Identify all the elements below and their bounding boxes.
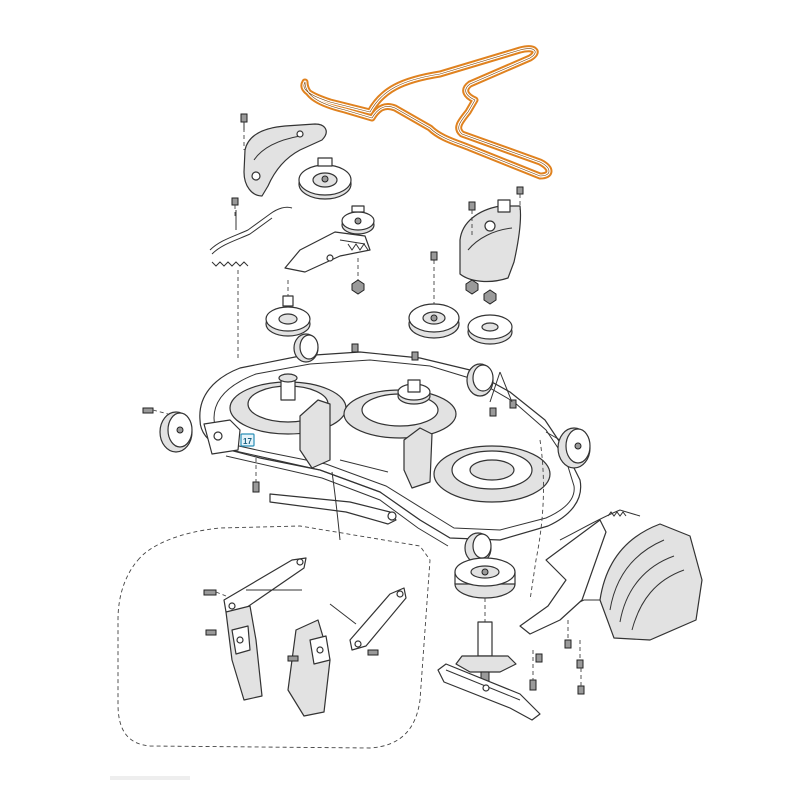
spindle-hub[interactable] — [397, 379, 431, 405]
discharge-chute[interactable] — [599, 523, 703, 641]
leader-line — [331, 459, 389, 541]
spring-icon[interactable] — [211, 261, 249, 267]
drive-belt[interactable] — [300, 45, 553, 180]
right-belt-cover[interactable] — [459, 199, 522, 283]
wheel-icon[interactable] — [466, 363, 494, 397]
left-belt-cover[interactable] — [243, 123, 327, 197]
front-bracket[interactable] — [203, 419, 241, 455]
front-hanger-arm[interactable] — [223, 557, 307, 613]
pulley-icon[interactable] — [467, 314, 513, 345]
bolt-icon — [468, 186, 524, 236]
hanger-bracket-left[interactable] — [225, 605, 263, 701]
hanger-bracket-right[interactable] — [287, 619, 331, 717]
bolt-icon — [535, 620, 585, 695]
spindle-shaft[interactable] — [455, 598, 517, 683]
spindle-housing[interactable] — [454, 557, 516, 599]
leader-line — [489, 371, 561, 441]
bolt-icon — [529, 650, 537, 691]
part-callout[interactable]: 17 — [240, 433, 255, 447]
footer-caption — [110, 776, 190, 780]
hanger-arm-right[interactable] — [349, 587, 407, 651]
wheel-icon[interactable] — [159, 411, 193, 453]
pulley-icon[interactable] — [298, 157, 352, 200]
pulley-icon[interactable] — [408, 251, 460, 339]
inset-panel — [117, 525, 431, 749]
tension-rod[interactable] — [209, 206, 293, 255]
blade-icon[interactable] — [437, 663, 541, 721]
pulley-icon[interactable] — [265, 280, 311, 337]
bolt-icon — [231, 197, 239, 360]
nut-icon — [465, 279, 497, 305]
spring-icon[interactable] — [347, 243, 369, 251]
wheel-icon[interactable] — [557, 427, 591, 469]
bolt-icon — [203, 589, 379, 662]
spindle-hub[interactable] — [278, 373, 298, 401]
callout-label: 17 — [243, 437, 252, 446]
wheel-icon[interactable] — [293, 333, 319, 363]
bolt-icon — [142, 343, 517, 493]
spring-icon[interactable] — [607, 511, 627, 517]
bolt-icon — [240, 113, 248, 150]
lift-link[interactable] — [269, 493, 397, 525]
chute-bracket[interactable] — [519, 439, 607, 635]
idler-arm[interactable] — [284, 231, 371, 273]
nut-icon — [351, 258, 365, 295]
pulley-icon[interactable] — [341, 205, 375, 235]
